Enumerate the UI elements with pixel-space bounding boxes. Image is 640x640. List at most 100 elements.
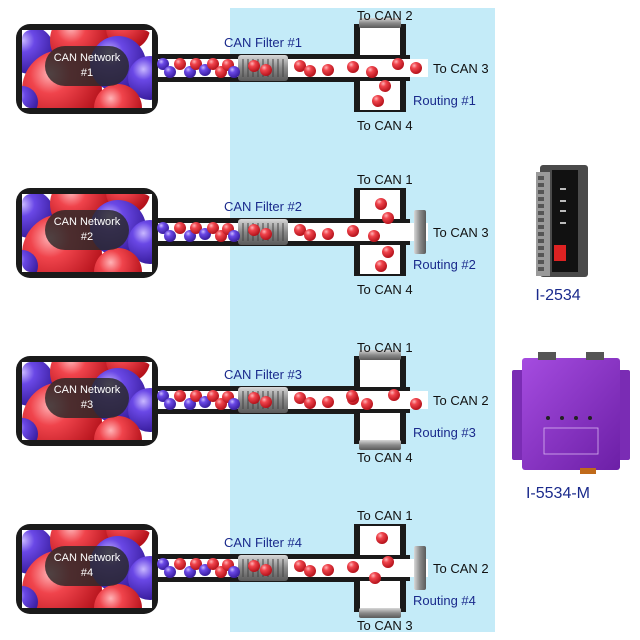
device-i5534m [512,352,630,474]
junction-horizontal [350,559,428,577]
to-right-label: To CAN 2 [433,561,489,576]
terminal-pin [538,267,544,271]
device-label-i5534m: I-5534-M [525,485,591,502]
blue-ball [164,230,176,242]
blue-ball [22,418,38,440]
blue-ball [164,398,176,410]
red-ball [294,392,306,404]
red-ball [382,246,394,258]
red-ball [322,564,334,576]
network-name: CAN Network [53,552,121,564]
red-ball [260,228,272,240]
red-ball [322,396,334,408]
terminal-connector [580,468,596,474]
red-ball [294,560,306,572]
network-number: #1 [80,67,94,79]
red-ball [94,584,142,608]
routing-label: Routing #3 [413,425,476,440]
blue-ball [228,566,240,578]
blue-ball [157,58,169,70]
terminal-pin [538,239,544,243]
red-ball [260,564,272,576]
red-ball [410,62,422,74]
blue-ball [157,558,169,570]
filter-label: CAN Filter #4 [224,535,303,550]
to-top-label: To CAN 2 [357,8,413,23]
red-ball [368,230,380,242]
red-ball [190,558,202,570]
device-label-i2534: I-2534 [535,287,581,304]
red-ball [260,64,272,76]
blue-ball [22,586,38,608]
red-ball [174,390,186,402]
blue-ball [228,398,240,410]
red-ball [190,222,202,234]
blue-ball [157,390,169,402]
blue-ball [228,66,240,78]
blue-ball [22,250,38,272]
network-name: CAN Network [53,384,121,396]
network-number: #3 [80,399,94,411]
red-ball [375,198,387,210]
terminal-pin [538,232,544,236]
red-ball [260,396,272,408]
terminal-pin [538,260,544,264]
red-ball [382,212,394,224]
red-ball [372,95,384,107]
led-indicator [574,416,578,420]
blue-ball [128,556,152,600]
red-ball [304,565,316,577]
red-ball [174,58,186,70]
red-ball [207,390,219,402]
filter-label: CAN Filter #1 [224,35,303,50]
red-ball [207,58,219,70]
blue-ball [164,66,176,78]
blue-ball [164,566,176,578]
led-indicator [560,416,564,420]
network-number: #4 [80,567,94,579]
routing-label: Routing #1 [413,93,476,108]
terminal-pin [538,253,544,257]
port-connector [538,352,556,360]
red-ball [346,390,358,402]
to-top-label: To CAN 1 [357,508,413,523]
port-connector [586,352,604,360]
cap-right [414,210,426,254]
terminal-pin [538,197,544,201]
blue-ball [128,56,152,100]
routing-label: Routing #2 [413,257,476,272]
terminal-pin [538,183,544,187]
red-ball [248,60,260,72]
device-body [522,358,620,470]
led-indicator [560,210,566,212]
terminal-pin [538,246,544,250]
filter-label: CAN Filter #3 [224,367,303,382]
red-ball [248,224,260,236]
cap-top [359,18,401,28]
network-name: CAN Network [53,216,121,228]
red-ball [382,556,394,568]
blue-ball [128,220,152,264]
filter-label: CAN Filter #2 [224,199,303,214]
device-i2534 [536,165,588,277]
red-ball [248,560,260,572]
red-ball [207,558,219,570]
to-bottom-label: To CAN 4 [357,450,413,465]
red-ball [174,558,186,570]
red-ball [392,58,404,70]
routing-table-print [543,427,599,455]
network-label: CAN Network #4 [45,546,129,586]
terminal-pin [538,204,544,208]
terminal-pin [538,176,544,180]
red-ball [410,398,422,410]
red-ball [207,222,219,234]
red-ball [347,561,359,573]
to-bottom-label: To CAN 4 [357,282,413,297]
red-ball [304,65,316,77]
led-indicator [560,222,566,224]
dip-switch [554,245,566,261]
red-ball [190,390,202,402]
terminal-pin [538,211,544,215]
led-indicator [560,188,566,190]
red-ball [174,222,186,234]
